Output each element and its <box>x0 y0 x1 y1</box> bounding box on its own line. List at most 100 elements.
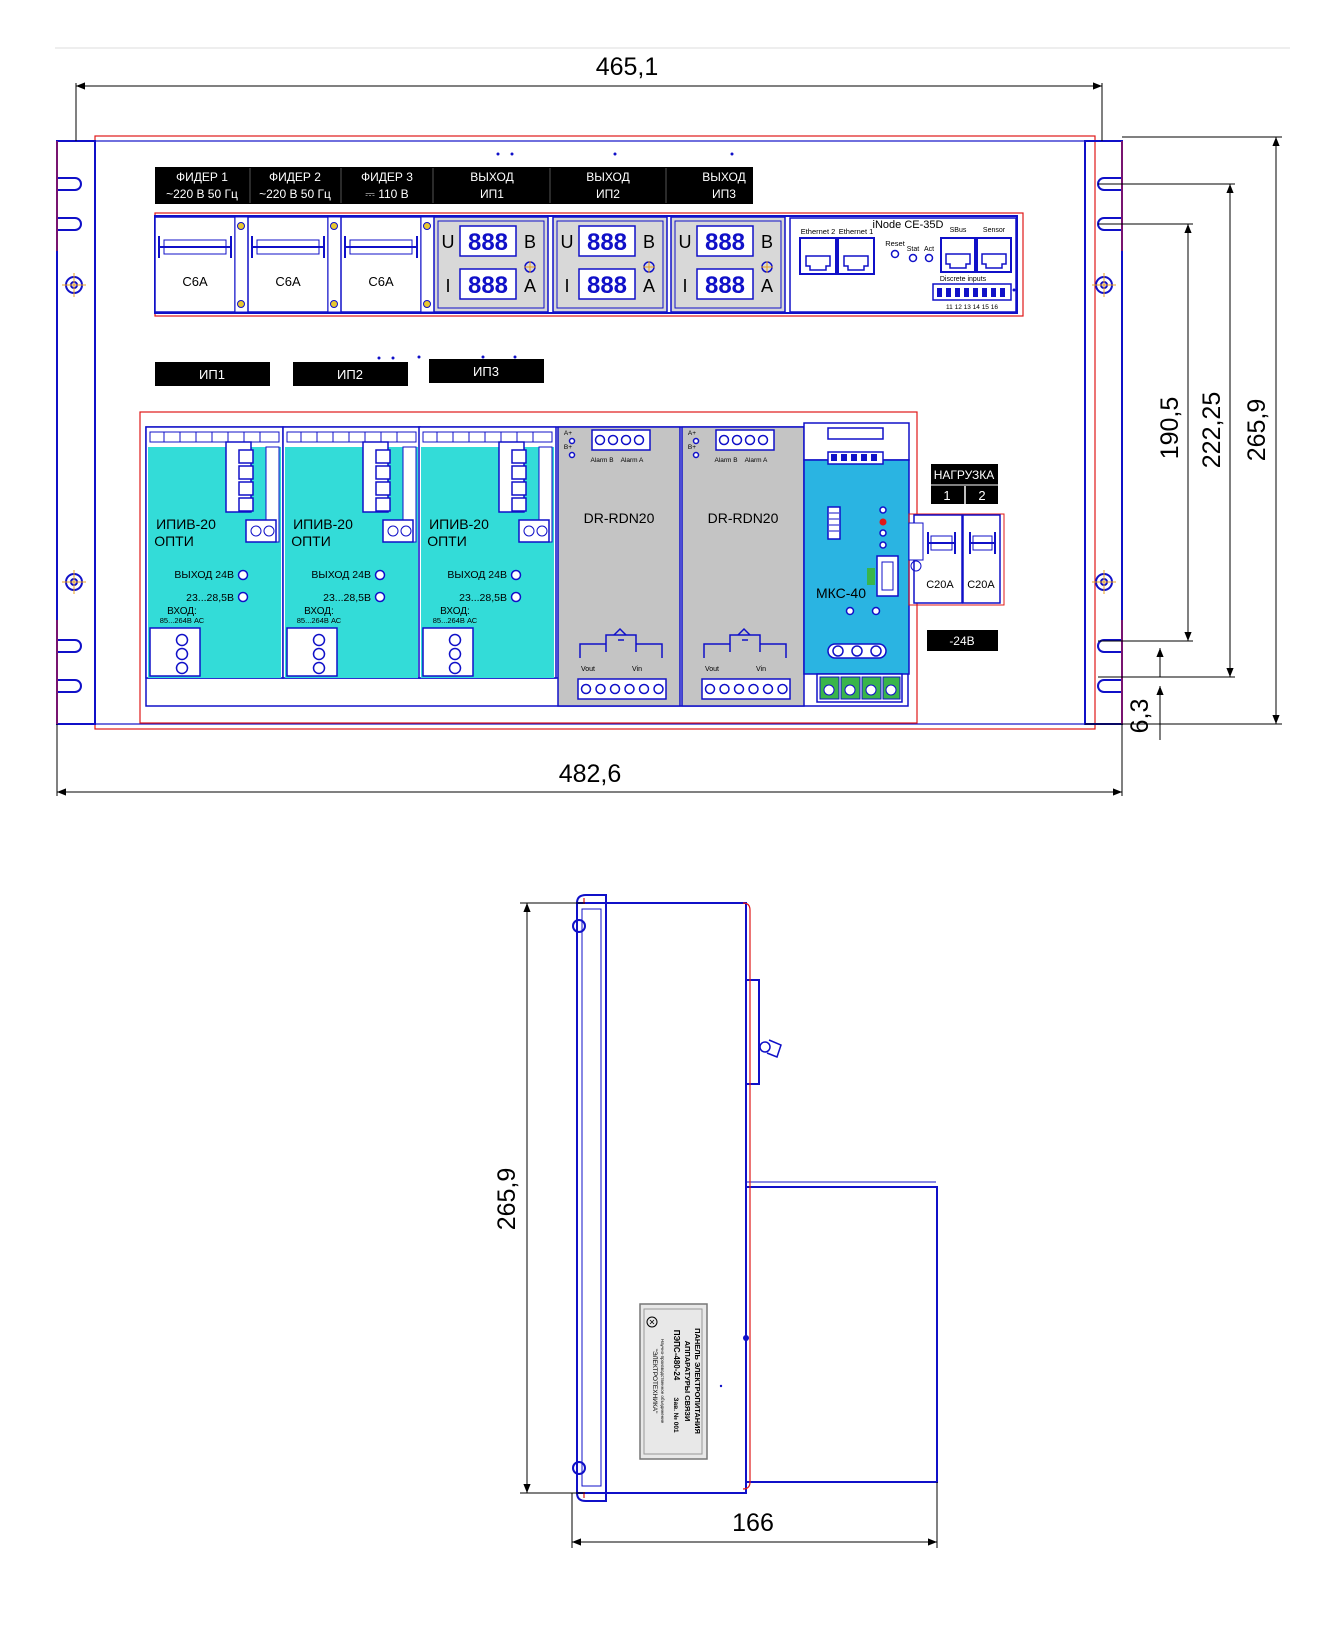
feeder-3-spec: ⎓ 110 В <box>365 187 408 201</box>
current-display <box>578 268 636 300</box>
meter-b-letter: B <box>761 232 773 252</box>
ethernet-2-port[interactable] <box>799 237 837 275</box>
psu-range-label: 23...28,5В <box>186 592 234 604</box>
load-breaker-2: C20A <box>967 579 995 591</box>
breaker-lever-icon <box>251 236 325 258</box>
screw-icon <box>777 683 788 695</box>
psu-input-range: 85...264В АС <box>433 616 478 625</box>
screw-icon <box>312 647 326 661</box>
breaker-lever-icon <box>158 236 232 258</box>
screw-icon <box>744 434 756 446</box>
led-a-icon <box>568 437 576 445</box>
terminal-screw <box>375 449 391 464</box>
rdn-b-plus: B+ <box>688 444 696 451</box>
screw-icon <box>387 525 399 537</box>
meter-i-letter: I <box>445 276 450 296</box>
mks-40-module: МКС-40 <box>803 422 910 703</box>
terminal-screw <box>511 497 527 512</box>
diode-schematic-icon <box>703 634 787 658</box>
discrete-terminal-block[interactable] <box>932 283 1012 301</box>
load-section: НАГРУЗКА 1 2 C20A C20A -24В <box>908 464 1005 651</box>
dim-222: 222,25 <box>1198 392 1226 468</box>
breaker-1-label: C6A <box>182 274 208 289</box>
screw-icon <box>423 300 431 308</box>
meter-i-letter: I <box>682 276 687 296</box>
front-dimensions <box>56 82 1282 796</box>
screw-icon <box>704 683 716 695</box>
screw-icon <box>423 222 431 230</box>
reset-button[interactable] <box>890 249 900 259</box>
screw-icon <box>595 683 606 695</box>
psu-input-label: ВХОД: <box>167 606 197 617</box>
output-2-line1: ВЫХОД <box>586 170 629 184</box>
screw-icon <box>536 525 548 537</box>
psu-input-terminal[interactable] <box>149 627 201 677</box>
sbus-port[interactable] <box>940 237 976 273</box>
nameplate-line1: ПАНЕЛЬ ЭЛЕКТРОПИТАНИЯ <box>693 1328 702 1434</box>
meter-digits: 888 <box>468 272 508 299</box>
stat-label: Stat <box>907 246 920 253</box>
controller-title: iNode CE-35D <box>873 219 944 231</box>
meter-digits: 888 <box>587 229 627 256</box>
psu-input-label: ВХОД: <box>304 606 334 617</box>
crosshair-icon <box>643 261 655 273</box>
voltage-display <box>696 225 754 257</box>
ip-1-label: ИП1 <box>199 367 225 382</box>
screw-icon <box>718 434 730 446</box>
alarm-b-label: Alarm B <box>590 457 613 464</box>
terminal-screw <box>375 465 391 480</box>
screw-icon <box>330 222 338 230</box>
meter-bezel <box>437 220 545 309</box>
screw-icon <box>748 683 759 695</box>
meter-i-letter: I <box>564 276 569 296</box>
feeder-1-spec: ~220 В 50 Гц <box>166 187 238 201</box>
screw-icon <box>731 434 743 446</box>
breaker-3[interactable] <box>340 216 422 313</box>
diode-icon <box>613 627 627 641</box>
breaker-side <box>420 216 435 313</box>
vout-label: Vout <box>705 666 719 673</box>
nameplate-serial: Зав. № 001 <box>672 1397 679 1433</box>
mks-alarm-led-icon <box>879 518 887 526</box>
alarm-b-label: Alarm B <box>714 457 737 464</box>
breaker-handle <box>163 239 227 255</box>
current-display <box>459 268 517 300</box>
screw-icon <box>175 633 189 647</box>
discrete-label: Discrete inputs <box>940 276 987 283</box>
dim-190: 190,5 <box>1156 397 1184 460</box>
psu-input-label: ВХОД: <box>440 606 470 617</box>
eth1-label: Ethernet 1 <box>839 227 874 236</box>
screw-icon <box>448 661 462 675</box>
terminal-screw <box>238 497 254 512</box>
dim-465: 465,1 <box>596 53 659 81</box>
psu-title: ИПИВ-20 <box>293 516 353 532</box>
terminal-numbers: 11 12 13 14 15 16 <box>946 304 998 311</box>
psu-input-range: 85...264В АС <box>297 616 342 625</box>
crosshair-icon <box>761 261 773 273</box>
terminal-screw <box>238 449 254 464</box>
psu-input-range: 85...264В АС <box>160 616 205 625</box>
act-led-icon <box>924 253 934 263</box>
psu-input-terminal[interactable] <box>422 627 474 677</box>
side-view: ПАНЕЛЬ ЭЛЕКТРОПИТАНИЯ АППАРАТУРЫ СВЯЗИ П… <box>493 894 938 1548</box>
inode-controller: iNode CE-35D Ethernet 2 Ethernet 1 Reset… <box>789 217 1017 313</box>
terminal-screw <box>511 481 527 496</box>
breaker-2[interactable] <box>247 216 329 313</box>
ethernet-1-port[interactable] <box>837 237 875 275</box>
load-number-1: 1 <box>943 488 950 503</box>
output-led-icon <box>374 569 386 581</box>
screw-icon <box>609 683 621 695</box>
psu-vent <box>422 431 553 443</box>
sensor-port[interactable] <box>976 237 1012 273</box>
meter-digits: 888 <box>587 272 627 299</box>
diode-schematic-icon <box>579 634 663 658</box>
side-dimensions <box>520 902 938 1548</box>
terminal-screw <box>511 465 527 480</box>
psu-output-label: ВЫХОД 24В <box>447 569 507 581</box>
psu-input-terminal[interactable] <box>286 627 338 677</box>
breaker-1[interactable] <box>154 216 236 313</box>
rdn-title: DR-RDN20 <box>584 510 655 526</box>
rack-ear-right <box>1084 140 1123 725</box>
